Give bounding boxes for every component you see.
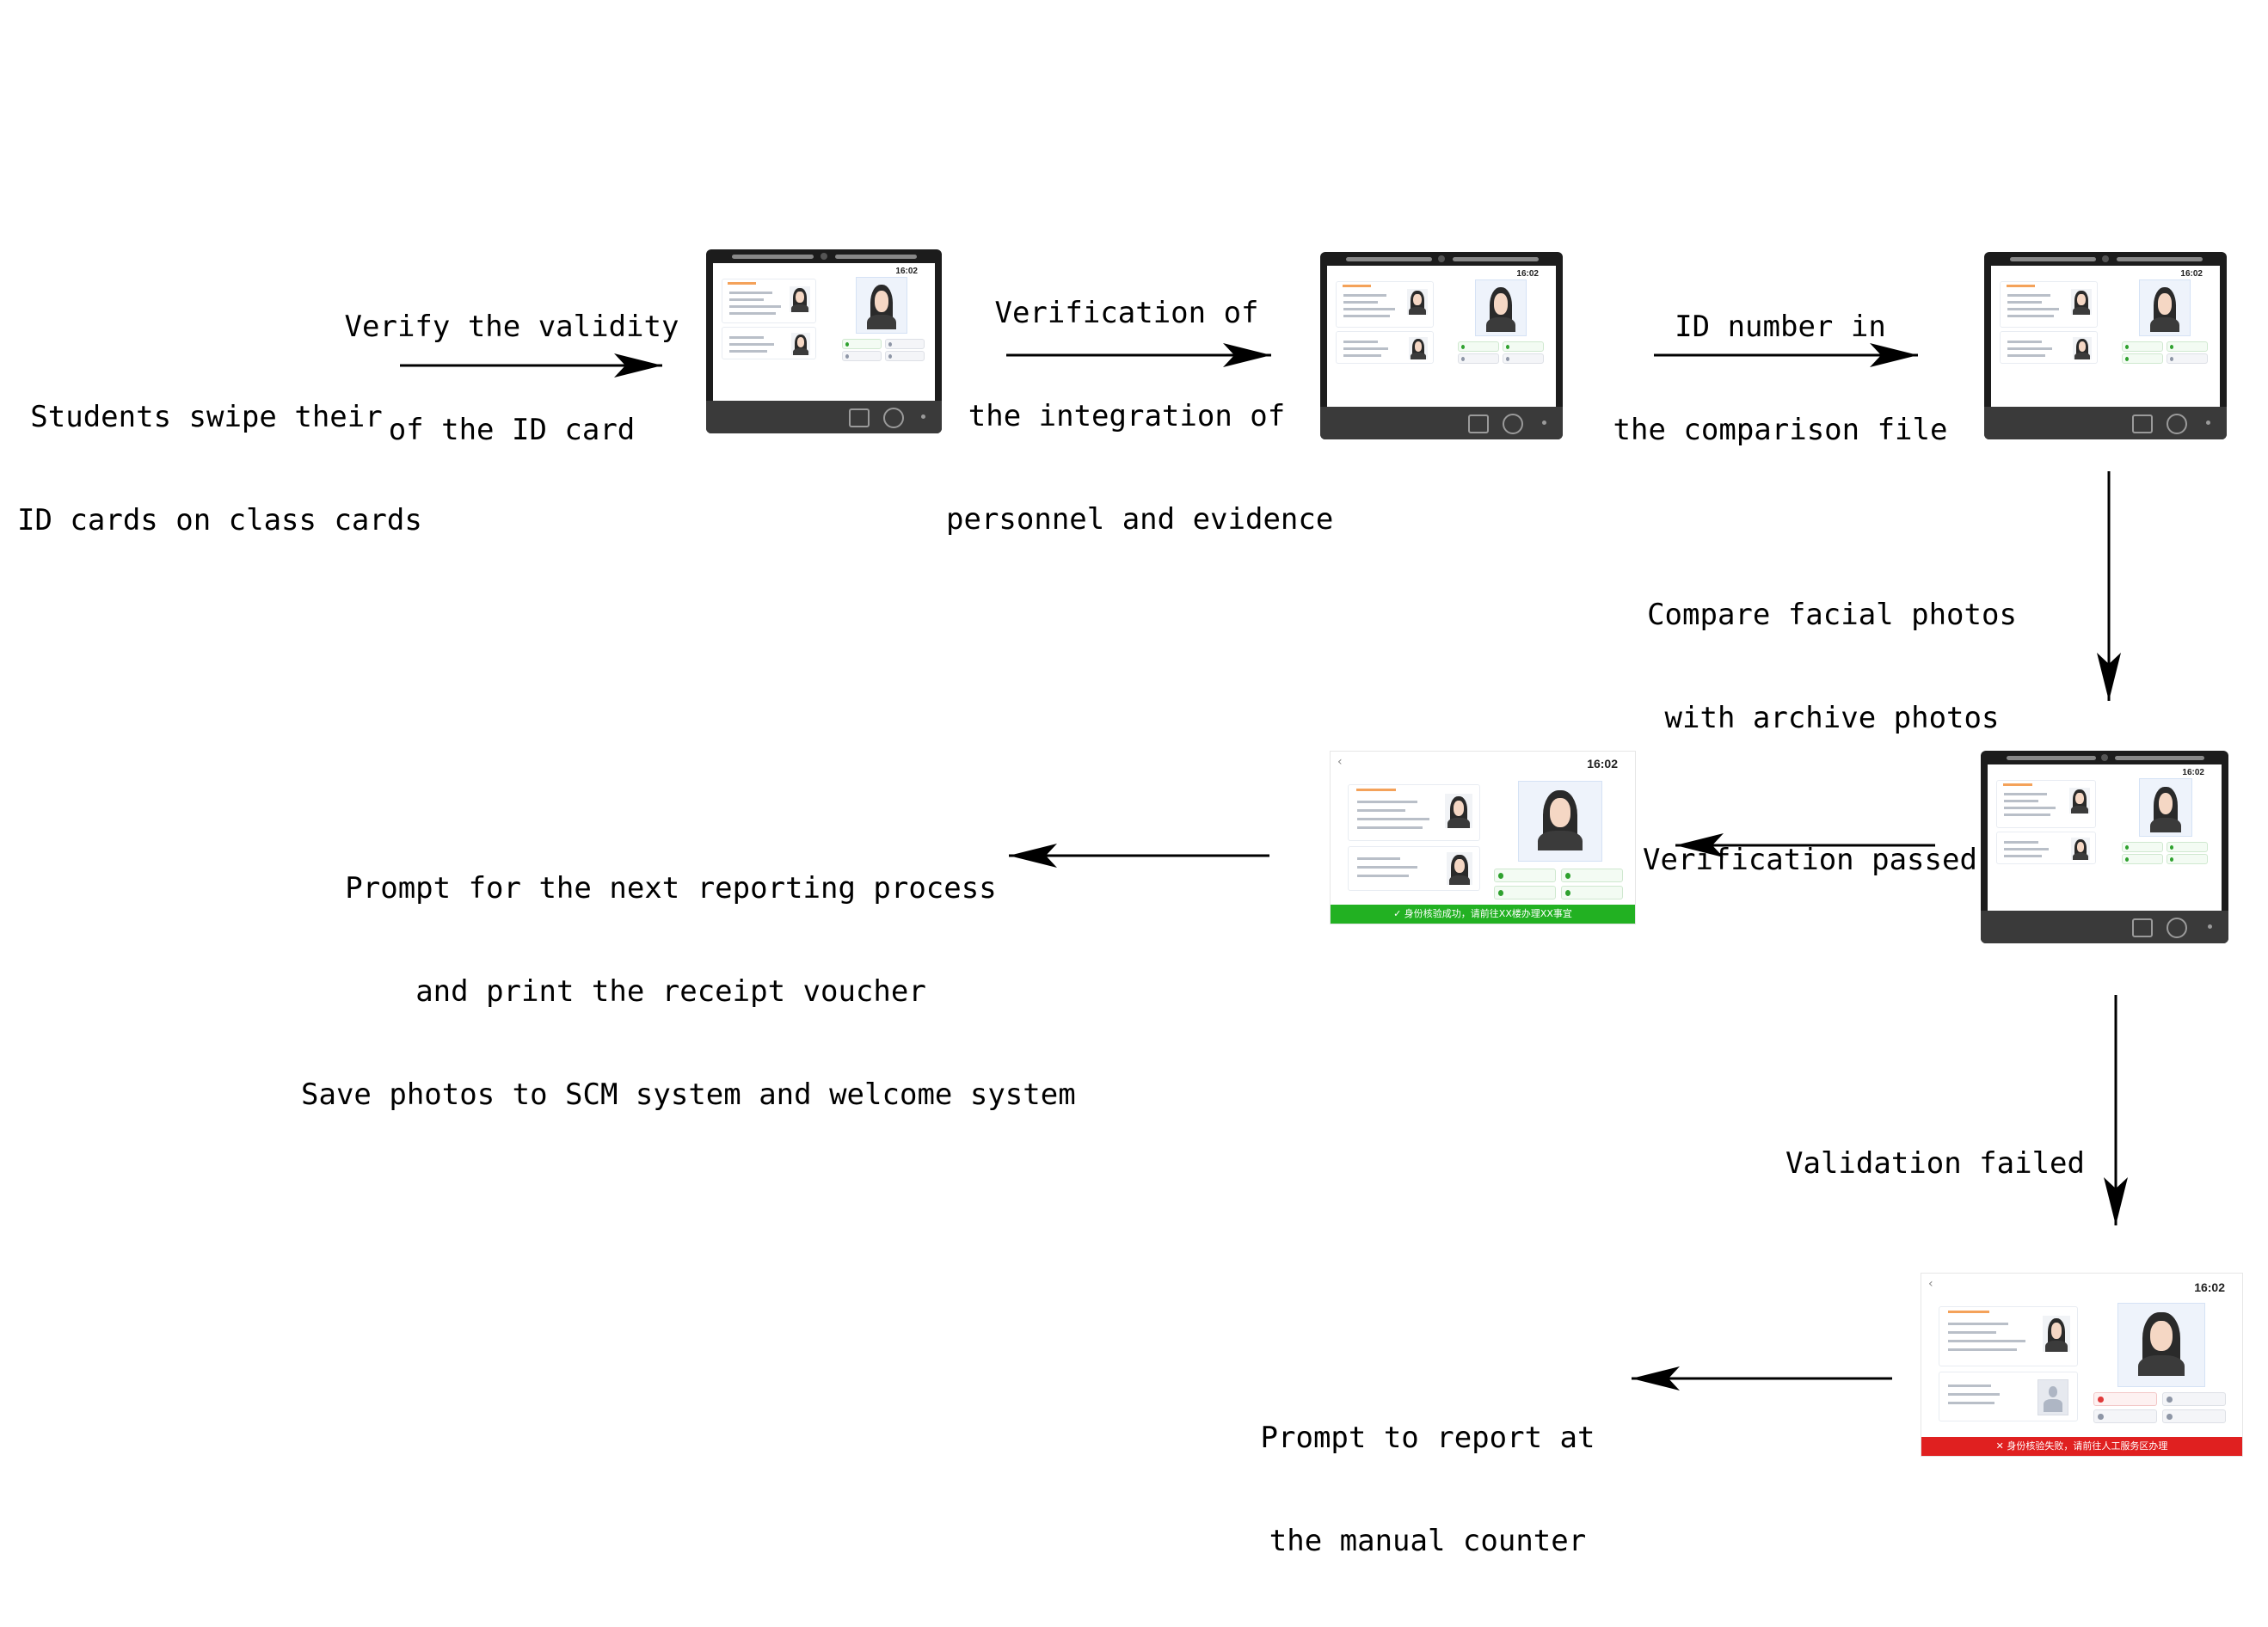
label-verify-integration-line3: personnel and evidence: [946, 502, 1334, 537]
label-start: Students swipe their ID cards on class c…: [17, 331, 422, 606]
success-screen: ‹ 16:02 ✓ 身份核验成功，请前往XX楼办理XX事宜: [1330, 751, 1636, 924]
label-passed: Verification passed: [1643, 774, 1977, 946]
label-start-line2: ID cards on class cards: [17, 503, 422, 537]
success-banner: ✓ 身份核验成功，请前往XX楼办理XX事宜: [1331, 905, 1635, 924]
device-display: 16:02: [713, 263, 935, 401]
scan-icon: [849, 408, 870, 427]
clock-time: 16:02: [1587, 757, 1618, 771]
id-photo: [790, 286, 810, 312]
back-arrow-icon: ‹: [1337, 755, 1343, 769]
label-id-number-line2: the comparison file: [1613, 413, 1948, 447]
label-id-number-line1: ID number in: [1675, 310, 1886, 344]
label-compare-faces: Compare facial photos with archive photo…: [1634, 529, 2030, 804]
label-id-number: ID number in the comparison file: [1608, 241, 1952, 516]
scan-icon: [2132, 414, 2153, 433]
label-manual-counter-line2: the manual counter: [1269, 1524, 1587, 1558]
check-icon: [845, 341, 849, 347]
label-failed: Validation failed: [1780, 1078, 2090, 1249]
flowchart-canvas: Students swipe their ID cards on class c…: [17, 227, 2243, 1558]
device-screen-3: 16:02: [1984, 252, 2227, 439]
live-face-photo: [1518, 781, 1602, 862]
label-start-line1: Students swipe their: [30, 400, 383, 434]
label-next-process-line1: Prompt for the next reporting process: [345, 871, 997, 906]
fail-banner-text: 身份核验失败，请前往人工服务区办理: [2007, 1440, 2168, 1452]
label-next-process: Prompt for the next reporting process an…: [301, 802, 1076, 1181]
id-photo: [2043, 1316, 2070, 1352]
archive-photo: [791, 333, 810, 355]
label-compare-faces-line1: Compare facial photos: [1647, 598, 2017, 632]
device-screen-2: 16:02: [1320, 252, 1563, 439]
clock-time: 16:02: [2182, 768, 2204, 777]
indicator-dot: [921, 414, 925, 419]
clock-time: 16:02: [1516, 269, 1539, 279]
back-arrow-icon: ‹: [1928, 1277, 1933, 1291]
fingerprint-icon: [2167, 918, 2187, 938]
label-verify-validity-line1: Verify the validity: [344, 310, 679, 344]
label-verify-integration: Verification of the integration of perso…: [946, 227, 1334, 605]
label-failed-line1: Validation failed: [1786, 1146, 2085, 1181]
scan-icon: [2132, 918, 2153, 937]
device-speaker-right: [835, 255, 917, 259]
label-verify-validity-line2: of the ID card: [388, 413, 636, 447]
clock-time: 16:02: [2180, 269, 2203, 279]
device-screen-1: 16:02: [706, 249, 942, 433]
fingerprint-icon: [883, 408, 904, 428]
person-placeholder-icon: [2038, 1379, 2068, 1415]
fingerprint-icon: [2167, 414, 2187, 434]
check-icon: [1498, 872, 1504, 879]
id-photo: [1445, 794, 1472, 828]
fingerprint-icon: [1503, 414, 1523, 434]
device-camera: [821, 253, 827, 260]
label-next-process-line2: and print the receipt voucher: [415, 974, 926, 1009]
device-display: 16:02: [1988, 764, 2222, 911]
check-chip-2: [885, 339, 925, 349]
clock-time: 16:02: [895, 267, 918, 276]
check-chip-3: [842, 351, 882, 361]
device-screen-4: 16:02: [1981, 751, 2228, 943]
label-manual-counter: Prompt to report at the manual counter: [1256, 1352, 1600, 1627]
error-icon: [2098, 1396, 2104, 1403]
check-chip-1: [842, 339, 882, 349]
label-verify-integration-line1: Verification of: [994, 296, 1259, 330]
device-chin: [706, 401, 942, 433]
archive-photo: [1447, 852, 1472, 885]
arrows-layer: [400, 343, 2128, 1391]
scan-icon: [1468, 414, 1489, 433]
clock-time: 16:02: [2194, 1280, 2225, 1294]
label-next-process-line3: Save photos to SCM system and welcome sy…: [301, 1078, 1076, 1112]
check-icon: ✓: [1393, 908, 1404, 919]
archive-card-panel: [722, 327, 816, 359]
device-display: 16:02: [1991, 266, 2220, 407]
label-passed-line1: Verification passed: [1643, 843, 1977, 877]
fail-banner: ✕ 身份核验失败，请前往人工服务区办理: [1921, 1437, 2242, 1456]
live-face-photo: [856, 277, 907, 334]
device-speaker-left: [732, 255, 814, 259]
fail-screen: ‹ 16:02 ✕ 身份核验失败，请前往人工服务区办理: [1921, 1273, 2243, 1457]
label-verify-integration-line2: the integration of: [968, 399, 1286, 433]
device-display: 16:02: [1327, 266, 1556, 407]
success-banner-text: 身份核验成功，请前往XX楼办理XX事宜: [1404, 908, 1572, 919]
error-icon: ✕: [1995, 1440, 2007, 1452]
label-manual-counter-line1: Prompt to report at: [1260, 1421, 1595, 1455]
label-verify-validity: Verify the validity of the ID card: [331, 241, 692, 516]
id-card-panel: [722, 279, 816, 323]
check-chip-4: [885, 351, 925, 361]
live-face-photo: [2117, 1303, 2205, 1387]
label-compare-faces-line2: with archive photos: [1664, 701, 2000, 735]
